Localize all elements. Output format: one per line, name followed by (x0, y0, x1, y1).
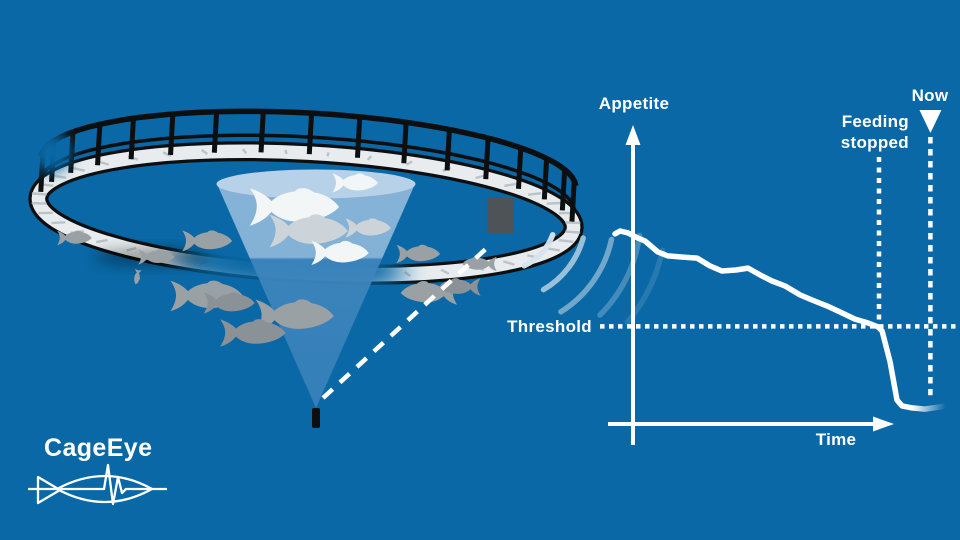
railing-post (38, 150, 46, 193)
curve-tail-fade (912, 395, 960, 419)
threshold-label: Threshold (507, 317, 592, 336)
walkway-tick (558, 238, 574, 244)
waveform-line (28, 463, 167, 506)
fish-tail-outline (36, 475, 62, 505)
railing-post (168, 113, 176, 156)
railing-post (569, 180, 577, 222)
cageeye-wordmark: CageEye (44, 434, 152, 462)
y-axis-label: Appetite (599, 94, 669, 113)
cageeye-logo: CageEye (28, 434, 167, 506)
walkway-tick (403, 271, 411, 277)
walkway-tick (51, 221, 66, 225)
walkway-tick (241, 148, 248, 155)
walkway-tick (162, 151, 172, 158)
walkway-tick (95, 238, 108, 244)
railing-post (211, 111, 220, 153)
walkway-tick (284, 149, 288, 155)
walkway-tick (201, 149, 209, 155)
railing-post (559, 169, 568, 211)
fish-cage-illustration (28, 108, 666, 428)
y-axis-arrowhead (625, 125, 641, 145)
walkway-tick (405, 160, 413, 166)
walkway-tick (502, 260, 515, 266)
railing-post (68, 131, 76, 174)
sonar-sensor-unit (487, 197, 514, 234)
fish-waveform-icon (28, 463, 167, 506)
railing-post (49, 140, 57, 182)
railing-post (95, 124, 103, 166)
walkway-tick (565, 221, 581, 225)
transducer-icon (312, 408, 320, 428)
sonar-wave-arc (521, 232, 556, 269)
railing-post (306, 113, 315, 155)
sonar-wave-arc (540, 235, 586, 293)
railing-post (444, 129, 452, 171)
walkway-tick (326, 152, 330, 157)
railing-post (258, 111, 266, 153)
railing-post (541, 158, 550, 200)
walkway-tick (31, 192, 47, 196)
railing-post (354, 116, 363, 158)
cage-railing (37, 108, 579, 222)
walkway-tick (565, 230, 581, 234)
walkway-tick (52, 174, 67, 180)
sonar-sight-dashed-line (321, 244, 491, 400)
railing-post (515, 147, 524, 189)
x-axis-label: Time (816, 430, 857, 449)
walkway-tick (528, 191, 542, 196)
sonar-wave-arc (597, 232, 643, 318)
walkway-tick (440, 268, 450, 275)
railing-post (128, 118, 136, 160)
feeding-stopped-label-line2: stopped (841, 133, 909, 152)
x-axis-arrowhead (873, 416, 894, 432)
now-label: Now (912, 86, 949, 105)
appetite-curve (612, 228, 955, 412)
sonar-wave-arc (558, 236, 615, 315)
walkway-tick (239, 265, 246, 271)
walkway-tick (199, 260, 207, 266)
walkway-tick (504, 182, 517, 188)
walkway-tick (31, 201, 47, 205)
walkway-tick (546, 201, 561, 205)
now-marker-triangle-icon (919, 110, 942, 133)
feeding-stopped-label-line1: Feeding (842, 112, 909, 131)
fish-body-outline (55, 474, 154, 504)
railing-post (401, 122, 409, 164)
sonar-waves-icon (521, 232, 666, 325)
walkway-tick (71, 166, 85, 172)
walkway-tick (38, 211, 53, 215)
railing-post (483, 138, 491, 180)
walkway-tick (366, 155, 373, 161)
appetite-chart: Appetite Time Threshold Feeding stopped … (507, 86, 960, 449)
